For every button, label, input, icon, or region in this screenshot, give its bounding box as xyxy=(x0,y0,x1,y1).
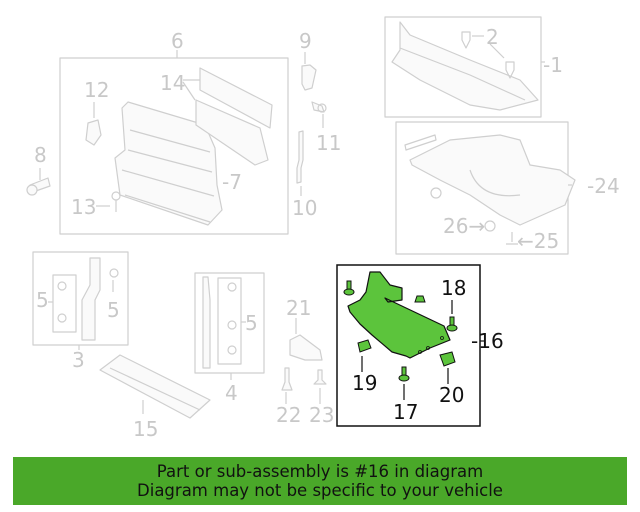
callout-13[interactable]: 13 xyxy=(71,195,97,219)
callout-12[interactable]: 12 xyxy=(84,78,110,102)
callout-2[interactable]: 2 xyxy=(486,25,499,49)
callout-20[interactable]: 20 xyxy=(439,383,465,407)
callout-5[interactable]: 5 xyxy=(36,288,49,312)
callout-8[interactable]: 8 xyxy=(34,143,47,167)
callout-24[interactable]: -24 xyxy=(587,174,620,198)
group-box-6 xyxy=(59,57,289,235)
callout-7[interactable]: -7 xyxy=(222,170,242,194)
callout-4[interactable]: 4 xyxy=(225,381,238,405)
callout-14[interactable]: 14 xyxy=(160,71,186,95)
group-box-3 xyxy=(32,251,129,346)
callout-15[interactable]: 15 xyxy=(133,417,159,441)
callout-23[interactable]: 23 xyxy=(309,403,335,427)
callout-9[interactable]: 9 xyxy=(299,29,312,53)
callout-19[interactable]: 19 xyxy=(352,371,378,395)
callout-16[interactable]: -16 xyxy=(471,329,504,353)
parts-diagram: -1 2 3 4 5 5 5 6 -7 8 9 10 11 12 13 14 1… xyxy=(26,16,620,441)
callout-22[interactable]: 22 xyxy=(276,403,302,427)
callout-25[interactable]: ←25 xyxy=(517,229,560,253)
callout-26[interactable]: 26→ xyxy=(443,214,486,238)
banner-line-disclaimer: Diagram may not be specific to your vehi… xyxy=(137,481,503,500)
callout-5[interactable]: 5 xyxy=(107,298,120,322)
callout-17[interactable]: 17 xyxy=(393,400,419,424)
callout-18[interactable]: 18 xyxy=(441,276,467,300)
group-box-1 xyxy=(384,16,542,118)
diagram-drawing xyxy=(26,16,576,427)
callout-3[interactable]: 3 xyxy=(72,348,85,372)
callout-10[interactable]: 10 xyxy=(292,196,318,220)
callout-11[interactable]: 11 xyxy=(316,131,342,155)
banner-line-part: Part or sub-assembly is #16 in diagram xyxy=(156,462,484,481)
group-box-4 xyxy=(194,272,265,374)
group-box-16 xyxy=(336,264,484,427)
callout-5[interactable]: 5 xyxy=(245,311,258,335)
callout-1[interactable]: -1 xyxy=(543,53,563,77)
info-banner: Part or sub-assembly is #16 in diagram D… xyxy=(13,457,627,505)
callout-21[interactable]: 21 xyxy=(286,296,312,320)
callout-6[interactable]: 6 xyxy=(171,29,184,53)
